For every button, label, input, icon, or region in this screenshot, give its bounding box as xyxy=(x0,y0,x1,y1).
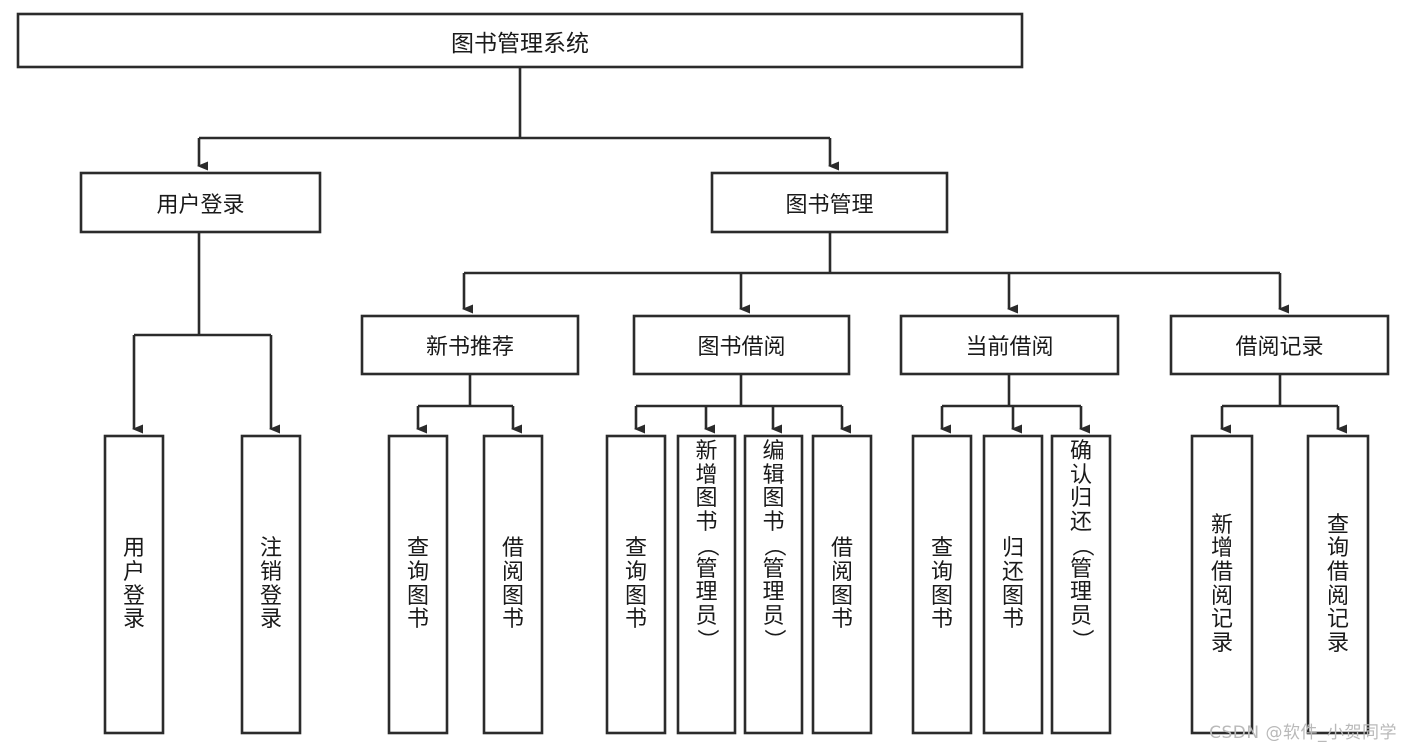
node-records[interactable] xyxy=(1169,314,1390,376)
connector-records-to-leaves xyxy=(1220,374,1347,434)
node-leaf5[interactable] xyxy=(605,434,667,735)
node-login[interactable] xyxy=(79,171,322,234)
node-leaf9[interactable] xyxy=(911,434,973,735)
node-leaf11[interactable] xyxy=(1050,434,1112,735)
node-leaf6[interactable] xyxy=(676,434,737,735)
connector-bookmgmt-to-level3 xyxy=(462,232,1289,314)
node-leaf1[interactable] xyxy=(103,434,165,735)
node-leaf3[interactable] xyxy=(387,434,449,735)
connector-newbook-to-leaves xyxy=(416,374,522,434)
connector-current-to-leaves xyxy=(940,374,1090,434)
node-leaf13[interactable] xyxy=(1306,434,1370,735)
connector-login-to-leaves xyxy=(132,232,280,434)
node-borrow[interactable] xyxy=(632,314,851,376)
node-leaf4[interactable] xyxy=(482,434,544,735)
connector-borrow-to-leaves xyxy=(634,374,851,434)
node-current[interactable] xyxy=(899,314,1120,376)
node-leaf2[interactable] xyxy=(240,434,302,735)
node-newbook[interactable] xyxy=(360,314,580,376)
node-bookmgmt[interactable] xyxy=(710,171,949,234)
connector-root-to-level2 xyxy=(197,67,839,171)
node-leaf7[interactable] xyxy=(743,434,804,735)
node-leaf10[interactable] xyxy=(982,434,1044,735)
node-root[interactable] xyxy=(16,12,1024,69)
node-leaf12[interactable] xyxy=(1190,434,1254,735)
node-leaf8[interactable] xyxy=(811,434,873,735)
